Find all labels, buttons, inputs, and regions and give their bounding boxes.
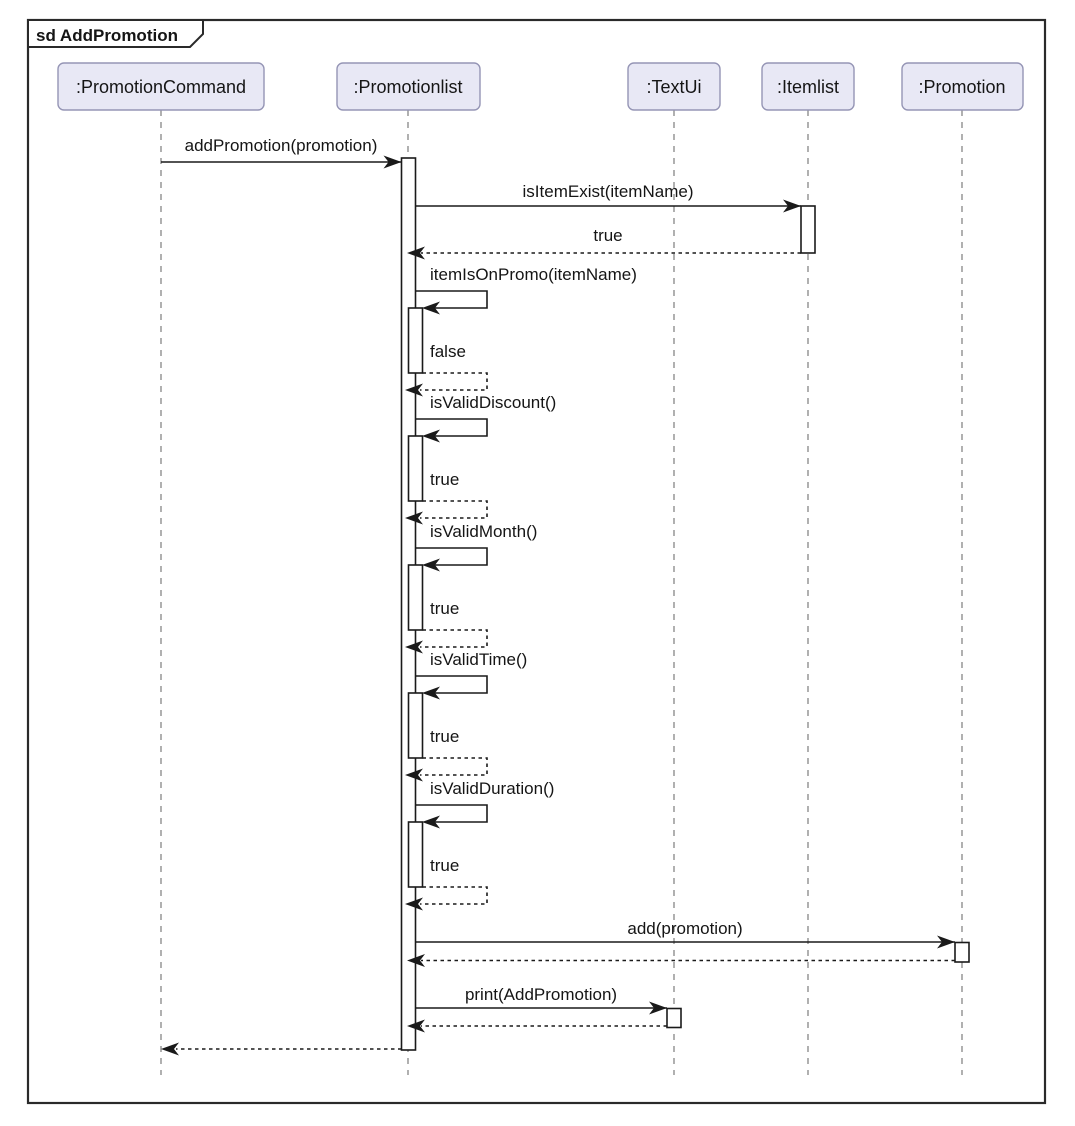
arrowhead-icon	[407, 954, 425, 967]
arrowhead-icon	[405, 897, 423, 911]
return-label: true	[430, 727, 459, 746]
nested-activation-bar	[407, 307, 424, 374]
message-label: addPromotion(promotion)	[185, 136, 378, 155]
nested-activation-bar	[407, 564, 424, 631]
self-call-isvalidmonth: isValidMonth() true	[405, 522, 537, 654]
self-return-line	[420, 886, 488, 905]
frame-title: sd AddPromotion	[36, 26, 178, 45]
self-call-line	[415, 547, 488, 566]
self-call-line	[415, 418, 488, 437]
nested-activation-bar	[407, 435, 424, 502]
nested-activation-bar	[407, 821, 424, 888]
message-print: print(AddPromotion)	[407, 985, 682, 1033]
participant-box	[761, 62, 855, 111]
message-label: isValidDuration()	[430, 779, 554, 798]
self-return-line	[420, 372, 488, 391]
frame-border	[26, 18, 1047, 1105]
arrowhead-icon	[407, 1019, 425, 1033]
message-label: isValidDiscount()	[430, 393, 556, 412]
frame-title-tab	[27, 19, 204, 48]
activation-bar-itemlist	[800, 205, 816, 254]
participant-name: :Promotionlist	[353, 77, 462, 97]
arrowhead-icon	[407, 246, 425, 260]
message-label: isValidTime()	[430, 650, 527, 669]
return-label: true	[593, 226, 622, 245]
participant-box	[336, 62, 481, 111]
arrowhead-icon	[405, 768, 423, 782]
self-call-line	[415, 290, 488, 309]
self-call-line	[415, 804, 488, 823]
activation-bar-promotion	[954, 941, 970, 963]
return-label: true	[430, 856, 459, 875]
arrowhead-icon	[405, 383, 423, 397]
self-call-isvalidduration: isValidDuration() true	[405, 779, 554, 911]
self-call-isvaliddiscount: isValidDiscount() true	[405, 393, 556, 525]
participant-name: :Promotion	[918, 77, 1005, 97]
self-call-line	[415, 675, 488, 694]
self-return-line	[420, 500, 488, 519]
return-label: false	[430, 342, 466, 361]
participant-textui: :TextUi	[627, 62, 721, 111]
participant-promotioncommand: :PromotionCommand	[57, 62, 265, 111]
participant-itemlist: :Itemlist	[761, 62, 855, 111]
arrowhead-icon	[937, 935, 955, 949]
message-addpromotion: addPromotion(promotion)	[161, 136, 402, 169]
arrowhead-icon	[783, 199, 801, 213]
activation-bar-textui	[666, 1007, 682, 1029]
message-add: add(promotion)	[407, 919, 970, 967]
arrowhead-icon	[649, 1001, 667, 1015]
message-final-return	[161, 1042, 402, 1056]
arrowhead-icon	[422, 301, 440, 315]
participant-promotionlist: :Promotionlist	[336, 62, 481, 111]
arrowhead-icon	[161, 1042, 179, 1056]
participant-box	[901, 62, 1024, 111]
self-return-line	[420, 757, 488, 776]
participant-box	[627, 62, 721, 111]
arrowhead-icon	[422, 815, 440, 829]
return-label: true	[430, 599, 459, 618]
return-label: true	[430, 470, 459, 489]
arrowhead-icon	[422, 429, 440, 443]
arrowhead-icon	[422, 686, 440, 700]
self-call-itemisonpromo: itemIsOnPromo(itemName) false	[405, 265, 637, 397]
self-return-line	[420, 629, 488, 648]
participant-name: :Itemlist	[777, 77, 839, 97]
message-label: isValidMonth()	[430, 522, 537, 541]
participant-box	[57, 62, 265, 111]
message-label: isItemExist(itemName)	[523, 182, 694, 201]
arrowhead-icon	[405, 511, 423, 525]
participant-name: :TextUi	[646, 77, 701, 97]
participant-promotion: :Promotion	[901, 62, 1024, 111]
nested-activation-bar	[407, 692, 424, 759]
message-isitemexist: isItemExist(itemName) true	[407, 182, 816, 260]
self-call-isvalidtime: isValidTime() true	[405, 650, 527, 782]
message-label: itemIsOnPromo(itemName)	[430, 265, 637, 284]
message-label: print(AddPromotion)	[465, 985, 617, 1004]
message-label: add(promotion)	[627, 919, 742, 938]
arrowhead-icon	[405, 640, 423, 654]
participant-name: :PromotionCommand	[76, 77, 246, 97]
arrowhead-icon	[383, 155, 402, 169]
arrowhead-icon	[422, 558, 440, 572]
